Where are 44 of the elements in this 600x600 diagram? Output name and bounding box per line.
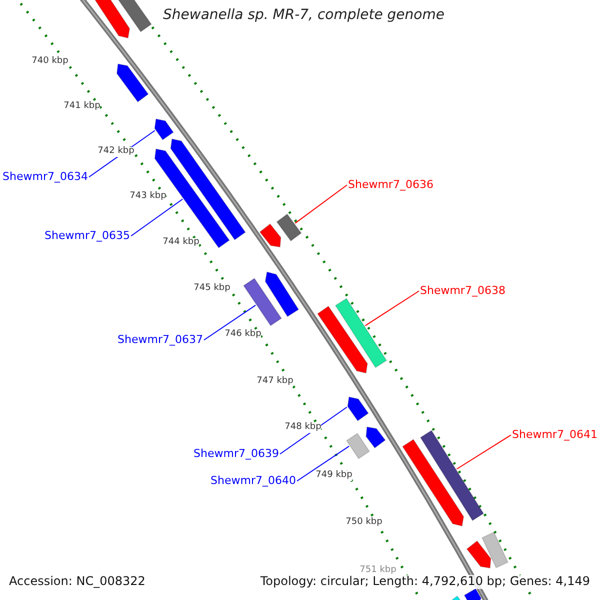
gene-block	[334, 298, 388, 368]
gene-block	[420, 430, 484, 522]
gene-block	[466, 540, 492, 569]
scale-label: 750 kbp	[346, 518, 382, 528]
gene-block	[276, 213, 302, 242]
scale-label: 745 kbp	[194, 284, 230, 294]
gene-block	[366, 426, 386, 449]
scale-label: 743 kbp	[130, 192, 166, 202]
footer-text: Accession: NC_008322	[9, 575, 146, 589]
gene-label: Shewmr7_0637	[118, 334, 203, 346]
scale-label: 749 kbp	[316, 471, 352, 481]
gene-block	[116, 63, 149, 103]
gene-label: Shewmr7_0634	[2, 170, 88, 184]
scale-label: 751 kbp	[360, 566, 396, 576]
scale-label: 742 kbp	[98, 147, 134, 157]
gene-block	[264, 271, 300, 318]
gene-label: Shewmr7_0636	[348, 178, 434, 192]
leader-line	[456, 434, 512, 470]
gene-block	[402, 438, 464, 527]
gene-label: Shewmr7_0640	[210, 474, 296, 488]
scale-label: 741 kbp	[64, 102, 100, 112]
scale-label: 748 kbp	[284, 423, 322, 433]
gene-label: Shewmr7_0638	[420, 284, 506, 298]
gene-label: Shewmr7_0641	[512, 428, 598, 442]
leader-line	[364, 290, 420, 326]
gene-block	[259, 223, 282, 248]
leader-line	[204, 304, 256, 340]
leader-line	[296, 446, 350, 482]
scale-label: 740 kbp	[32, 57, 68, 67]
gene-block	[154, 118, 174, 140]
scale-label: 746 kbp	[224, 330, 262, 340]
gene-block	[346, 432, 370, 460]
gene-block	[316, 306, 368, 374]
gene-label: Shewmr7_0635	[44, 230, 130, 242]
leader-line	[130, 198, 184, 236]
footer-text: Topology: circular; Length: 4,792,610 bp; Genes: 4,149	[260, 575, 590, 589]
scale-label: 747 kbp	[256, 377, 294, 387]
scale-label: 744 kbp	[162, 238, 200, 248]
gene-block	[481, 532, 509, 568]
gene-label: Shewmr7_0639	[194, 448, 279, 460]
gene-block	[347, 396, 369, 422]
title: Shewanella sp. MR-7, complete genome	[163, 8, 444, 24]
gene-block	[242, 278, 282, 326]
leader-line	[294, 184, 348, 224]
